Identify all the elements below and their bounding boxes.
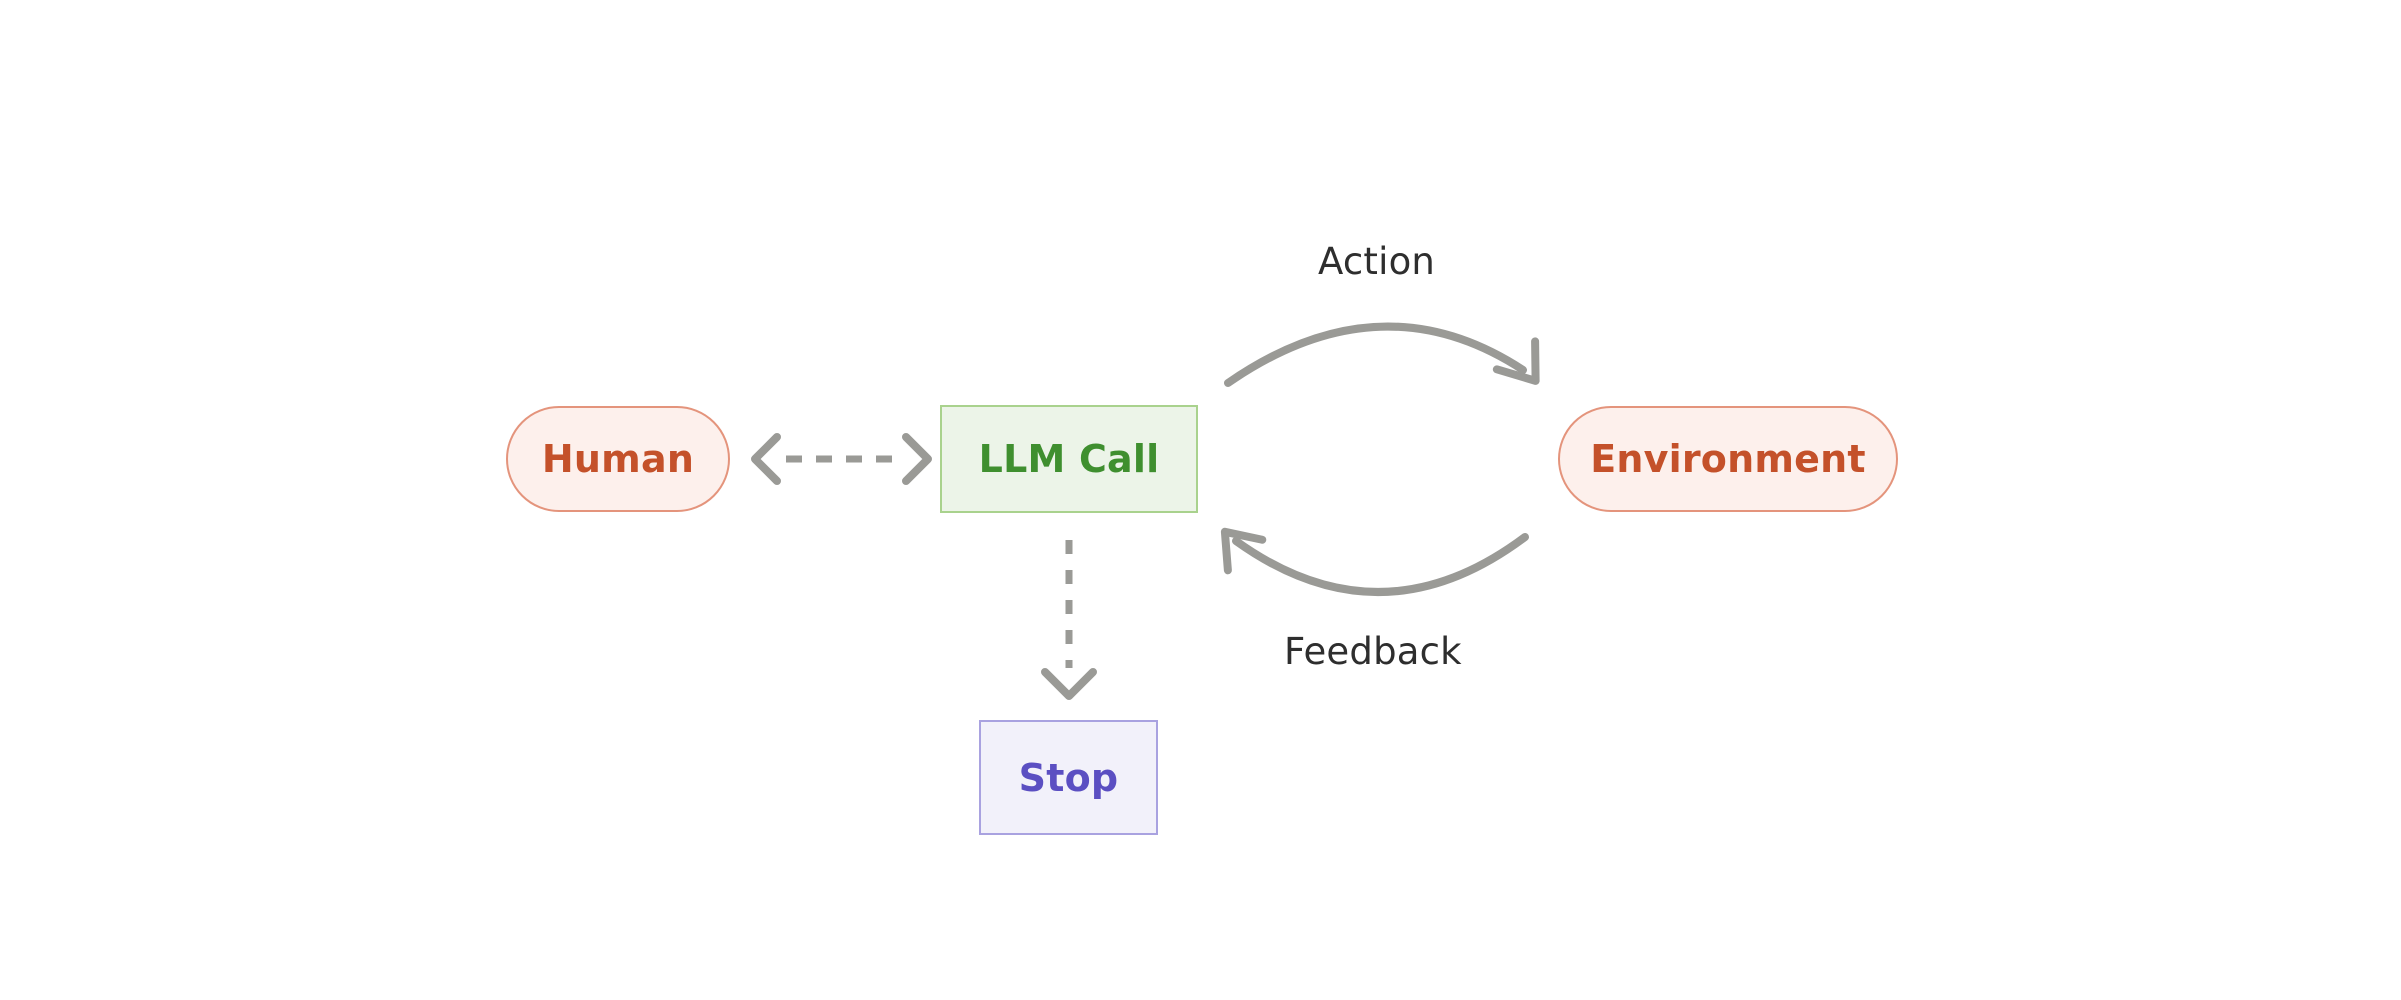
- arrowhead-action-icon: [1492, 337, 1540, 385]
- node-stop[interactable]: Stop: [979, 720, 1158, 835]
- node-llm-call-label: LLM Call: [978, 437, 1160, 481]
- edge-label-action: Action: [1318, 240, 1436, 283]
- node-human[interactable]: Human: [506, 406, 730, 512]
- node-environment[interactable]: Environment: [1558, 406, 1898, 512]
- edge-label-feedback: Feedback: [1284, 630, 1462, 673]
- arrowhead-right-icon: [902, 433, 932, 485]
- node-human-label: Human: [541, 437, 695, 481]
- edge-action-curve: [1224, 322, 1527, 387]
- edge-feedback-curve: [1232, 533, 1529, 596]
- node-llm-call[interactable]: LLM Call: [940, 405, 1198, 513]
- node-environment-label: Environment: [1590, 437, 1866, 481]
- node-stop-label: Stop: [1018, 755, 1119, 800]
- arrowhead-down-icon: [1041, 668, 1097, 700]
- edge-human-llm-call: [751, 433, 932, 485]
- edge-environment-llm-call-feedback: [1220, 527, 1529, 596]
- edge-llm-call-environment-action: [1224, 322, 1540, 387]
- arrowhead-left-icon: [751, 433, 781, 485]
- arrowhead-feedback-icon: [1220, 527, 1267, 575]
- edge-llm-call-stop: [1041, 540, 1097, 700]
